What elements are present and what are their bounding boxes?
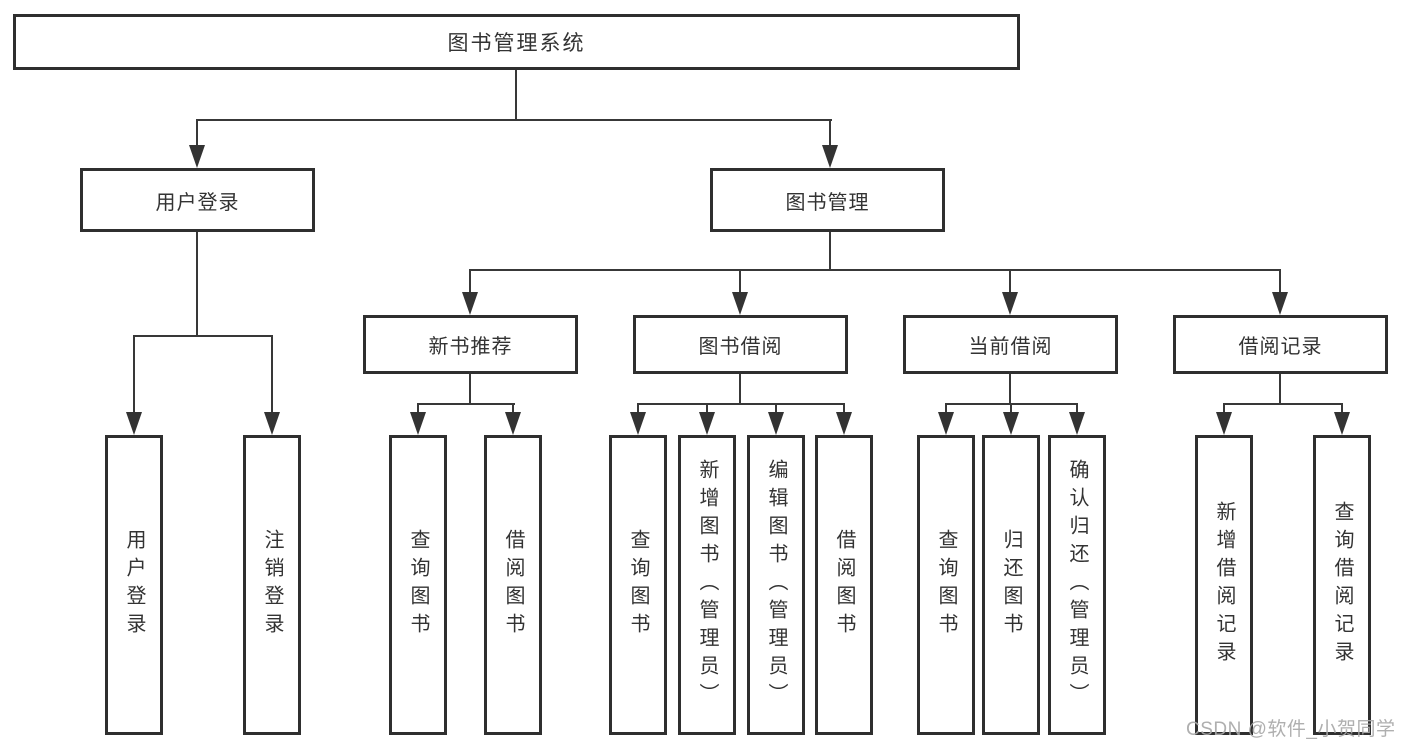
arrowhead-icon: [1069, 412, 1085, 435]
node-root: 图书管理系统: [13, 14, 1020, 70]
arrowhead-icon: [264, 412, 280, 435]
drop-line: [739, 269, 741, 295]
node-root-label: 图书管理系统: [447, 32, 586, 55]
leaf-query-book-recommend-label: 查询图书: [407, 529, 429, 641]
arrowhead-icon: [768, 412, 784, 435]
branch-line: [196, 119, 832, 121]
arrowhead-icon: [126, 412, 142, 435]
drop-line: [196, 119, 198, 151]
leaf-confirm-return-admin: 确认归还（管理员）: [1048, 435, 1106, 735]
drop-line: [1279, 269, 1281, 295]
leaf-logout-label: 注销登录: [261, 529, 283, 641]
leaf-edit-book-admin-label: 编辑图书（管理员）: [765, 459, 787, 711]
arrowhead-icon: [1003, 412, 1019, 435]
arrowhead-icon: [1334, 412, 1350, 435]
watermark: CSDN @软件_小贺同学: [1186, 719, 1396, 740]
leaf-query-book-borrowing-label: 查询图书: [627, 529, 649, 641]
leaf-query-book-current-label: 查询图书: [935, 529, 957, 641]
leaf-add-borrow-record: 新增借阅记录: [1195, 435, 1253, 735]
drop-line: [706, 403, 708, 417]
node-user-login-label: 用户登录: [155, 191, 240, 214]
drop-line: [843, 403, 845, 417]
branch-line: [1223, 403, 1343, 405]
branch-line: [417, 403, 515, 405]
drop-line: [417, 403, 419, 417]
drop-line: [271, 335, 273, 415]
drop-line: [1010, 403, 1012, 417]
trunk-line: [1009, 374, 1011, 405]
leaf-add-book-admin: 新增图书（管理员）: [678, 435, 736, 735]
leaf-confirm-return-admin-label: 确认归还（管理员）: [1066, 459, 1088, 711]
leaf-add-borrow-record-label: 新增借阅记录: [1213, 501, 1235, 669]
leaf-edit-book-admin: 编辑图书（管理员）: [747, 435, 805, 735]
branch-line: [469, 269, 1281, 271]
drop-line: [1341, 403, 1343, 417]
arrowhead-icon: [699, 412, 715, 435]
leaf-borrow-book-borrowing: 借阅图书: [815, 435, 873, 735]
arrowhead-icon: [1002, 292, 1018, 315]
node-new-book-recommend-label: 新书推荐: [428, 336, 513, 358]
leaf-query-book-recommend: 查询图书: [389, 435, 447, 735]
trunk-line: [196, 232, 198, 336]
drop-line: [829, 119, 831, 151]
drop-line: [945, 403, 947, 417]
node-book-borrowing: 图书借阅: [633, 315, 848, 374]
leaf-return-book-label: 归还图书: [1000, 529, 1022, 641]
leaf-query-book-current: 查询图书: [917, 435, 975, 735]
arrowhead-icon: [938, 412, 954, 435]
arrowhead-icon: [505, 412, 521, 435]
leaf-borrow-book-recommend: 借阅图书: [484, 435, 542, 735]
leaf-borrow-book-recommend-label: 借阅图书: [502, 529, 524, 641]
drop-line: [775, 403, 777, 417]
leaf-user-login: 用户登录: [105, 435, 163, 735]
trunk-line: [739, 374, 741, 405]
node-borrowing-records: 借阅记录: [1173, 315, 1388, 374]
leaf-query-book-borrowing: 查询图书: [609, 435, 667, 735]
drop-line: [1076, 403, 1078, 417]
drop-line: [1009, 269, 1011, 295]
node-book-borrowing-label: 图书借阅: [698, 336, 783, 358]
arrowhead-icon: [822, 145, 838, 168]
leaf-user-login-label: 用户登录: [123, 529, 145, 641]
trunk-line: [829, 232, 831, 270]
node-book-management: 图书管理: [710, 168, 945, 232]
arrowhead-icon: [410, 412, 426, 435]
drop-line: [469, 269, 471, 295]
trunk-line: [469, 374, 471, 405]
node-new-book-recommend: 新书推荐: [363, 315, 578, 374]
drop-line: [637, 403, 639, 417]
branch-line: [637, 403, 845, 405]
drop-line: [1223, 403, 1225, 417]
arrowhead-icon: [1272, 292, 1288, 315]
leaf-borrow-book-borrowing-label: 借阅图书: [833, 529, 855, 641]
leaf-return-book: 归还图书: [982, 435, 1040, 735]
arrowhead-icon: [630, 412, 646, 435]
arrowhead-icon: [836, 412, 852, 435]
arrowhead-icon: [732, 292, 748, 315]
trunk-line: [515, 70, 517, 121]
node-borrowing-records-label: 借阅记录: [1238, 336, 1323, 358]
node-book-management-label: 图书管理: [785, 191, 870, 214]
node-user-login: 用户登录: [80, 168, 315, 232]
leaf-logout: 注销登录: [243, 435, 301, 735]
trunk-line: [1279, 374, 1281, 405]
leaf-add-book-admin-label: 新增图书（管理员）: [696, 459, 718, 711]
drop-line: [512, 403, 514, 417]
drop-line: [133, 335, 135, 415]
arrowhead-icon: [1216, 412, 1232, 435]
leaf-query-borrow-record: 查询借阅记录: [1313, 435, 1371, 735]
leaf-query-borrow-record-label: 查询借阅记录: [1331, 501, 1353, 669]
node-current-borrowing-label: 当前借阅: [968, 336, 1053, 358]
node-current-borrowing: 当前借阅: [903, 315, 1118, 374]
arrowhead-icon: [189, 145, 205, 168]
arrowhead-icon: [462, 292, 478, 315]
branch-line: [133, 335, 273, 337]
